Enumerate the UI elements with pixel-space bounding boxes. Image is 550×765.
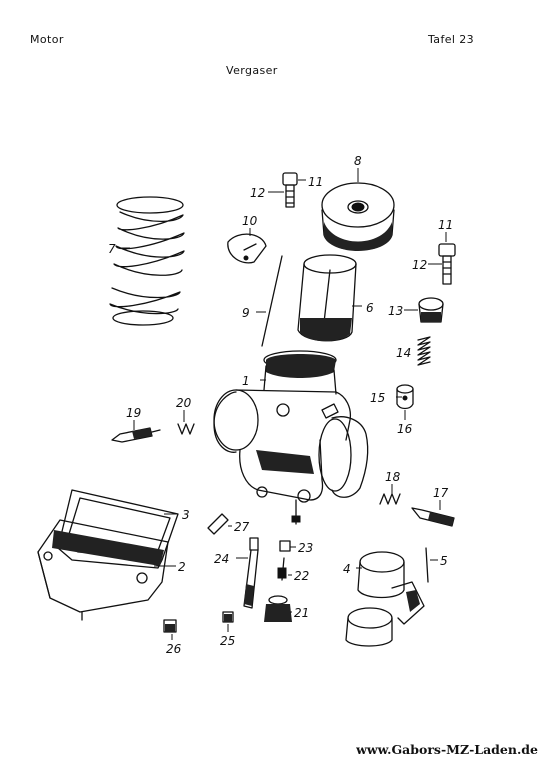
part-piston-15 — [396, 384, 414, 410]
callout-4: 4 — [343, 562, 351, 576]
part-nipple-25 — [222, 611, 234, 623]
callout-8: 8 — [354, 154, 362, 168]
callout-11-top: 11 — [308, 175, 323, 189]
part-screw-19 — [111, 427, 161, 443]
callout-24: 24 — [214, 552, 229, 566]
callout-11-right: 11 — [438, 218, 453, 232]
callout-9: 9 — [242, 306, 250, 320]
part-adjuster-screw-top — [282, 172, 298, 208]
callout-labels: 1 2 3 4 5 6 7 8 9 10 11 11 12 12 13 14 1… — [108, 154, 453, 656]
part-plug-21 — [264, 595, 292, 622]
callout-1: 1 — [242, 374, 250, 388]
part-needle-9 — [261, 255, 283, 347]
callout-14: 14 — [396, 346, 411, 360]
diagram-title: Vergaser — [226, 64, 278, 77]
callout-25: 25 — [220, 634, 235, 648]
callout-3: 3 — [182, 508, 190, 522]
part-pin-5 — [425, 547, 429, 583]
callout-26: 26 — [166, 642, 182, 656]
callout-17: 17 — [433, 486, 449, 500]
part-slide-6 — [297, 254, 357, 342]
callout-20: 20 — [176, 396, 192, 410]
callout-23: 23 — [298, 541, 313, 555]
callout-2: 2 — [178, 560, 186, 574]
part-screw-17 — [411, 507, 455, 527]
part-spring-14 — [417, 336, 431, 366]
callout-6: 6 — [366, 301, 374, 315]
part-jet-23 — [279, 540, 291, 552]
part-nut-13 — [418, 297, 444, 323]
callout-19: 19 — [126, 406, 141, 420]
part-holder-24 — [243, 537, 259, 609]
callout-21: 21 — [294, 606, 309, 620]
header-plate-number: Tafel 23 — [428, 33, 475, 46]
callout-16: 16 — [397, 422, 413, 436]
header-section-label: Motor — [30, 33, 64, 46]
part-needle-27 — [207, 513, 229, 535]
callout-12-top: 12 — [250, 186, 265, 200]
part-cap-8 — [321, 182, 395, 251]
callout-27: 27 — [234, 520, 250, 534]
part-needle-jet-22 — [277, 557, 287, 581]
callout-13: 13 — [388, 304, 403, 318]
callout-22: 22 — [294, 569, 309, 583]
callout-15: 15 — [370, 391, 385, 405]
part-screw-26 — [163, 619, 177, 633]
part-float-4 — [345, 551, 425, 647]
part-spring-18 — [379, 493, 401, 505]
part-clip-10 — [227, 233, 267, 264]
callout-18: 18 — [385, 470, 401, 484]
part-spring-7 — [109, 196, 185, 326]
part-float-bowl-2 — [37, 519, 169, 621]
leader-lines — [120, 168, 447, 640]
part-spring-20 — [177, 423, 195, 435]
part-adjuster-screw-right — [438, 243, 456, 285]
callout-5: 5 — [440, 554, 448, 568]
footer-website-url: www.Gabors-MZ-Laden.de — [356, 742, 538, 757]
callout-12-right: 12 — [412, 258, 427, 272]
callout-10: 10 — [242, 214, 258, 228]
callout-7: 7 — [108, 242, 116, 256]
part-carburetor-body-1 — [213, 350, 369, 525]
